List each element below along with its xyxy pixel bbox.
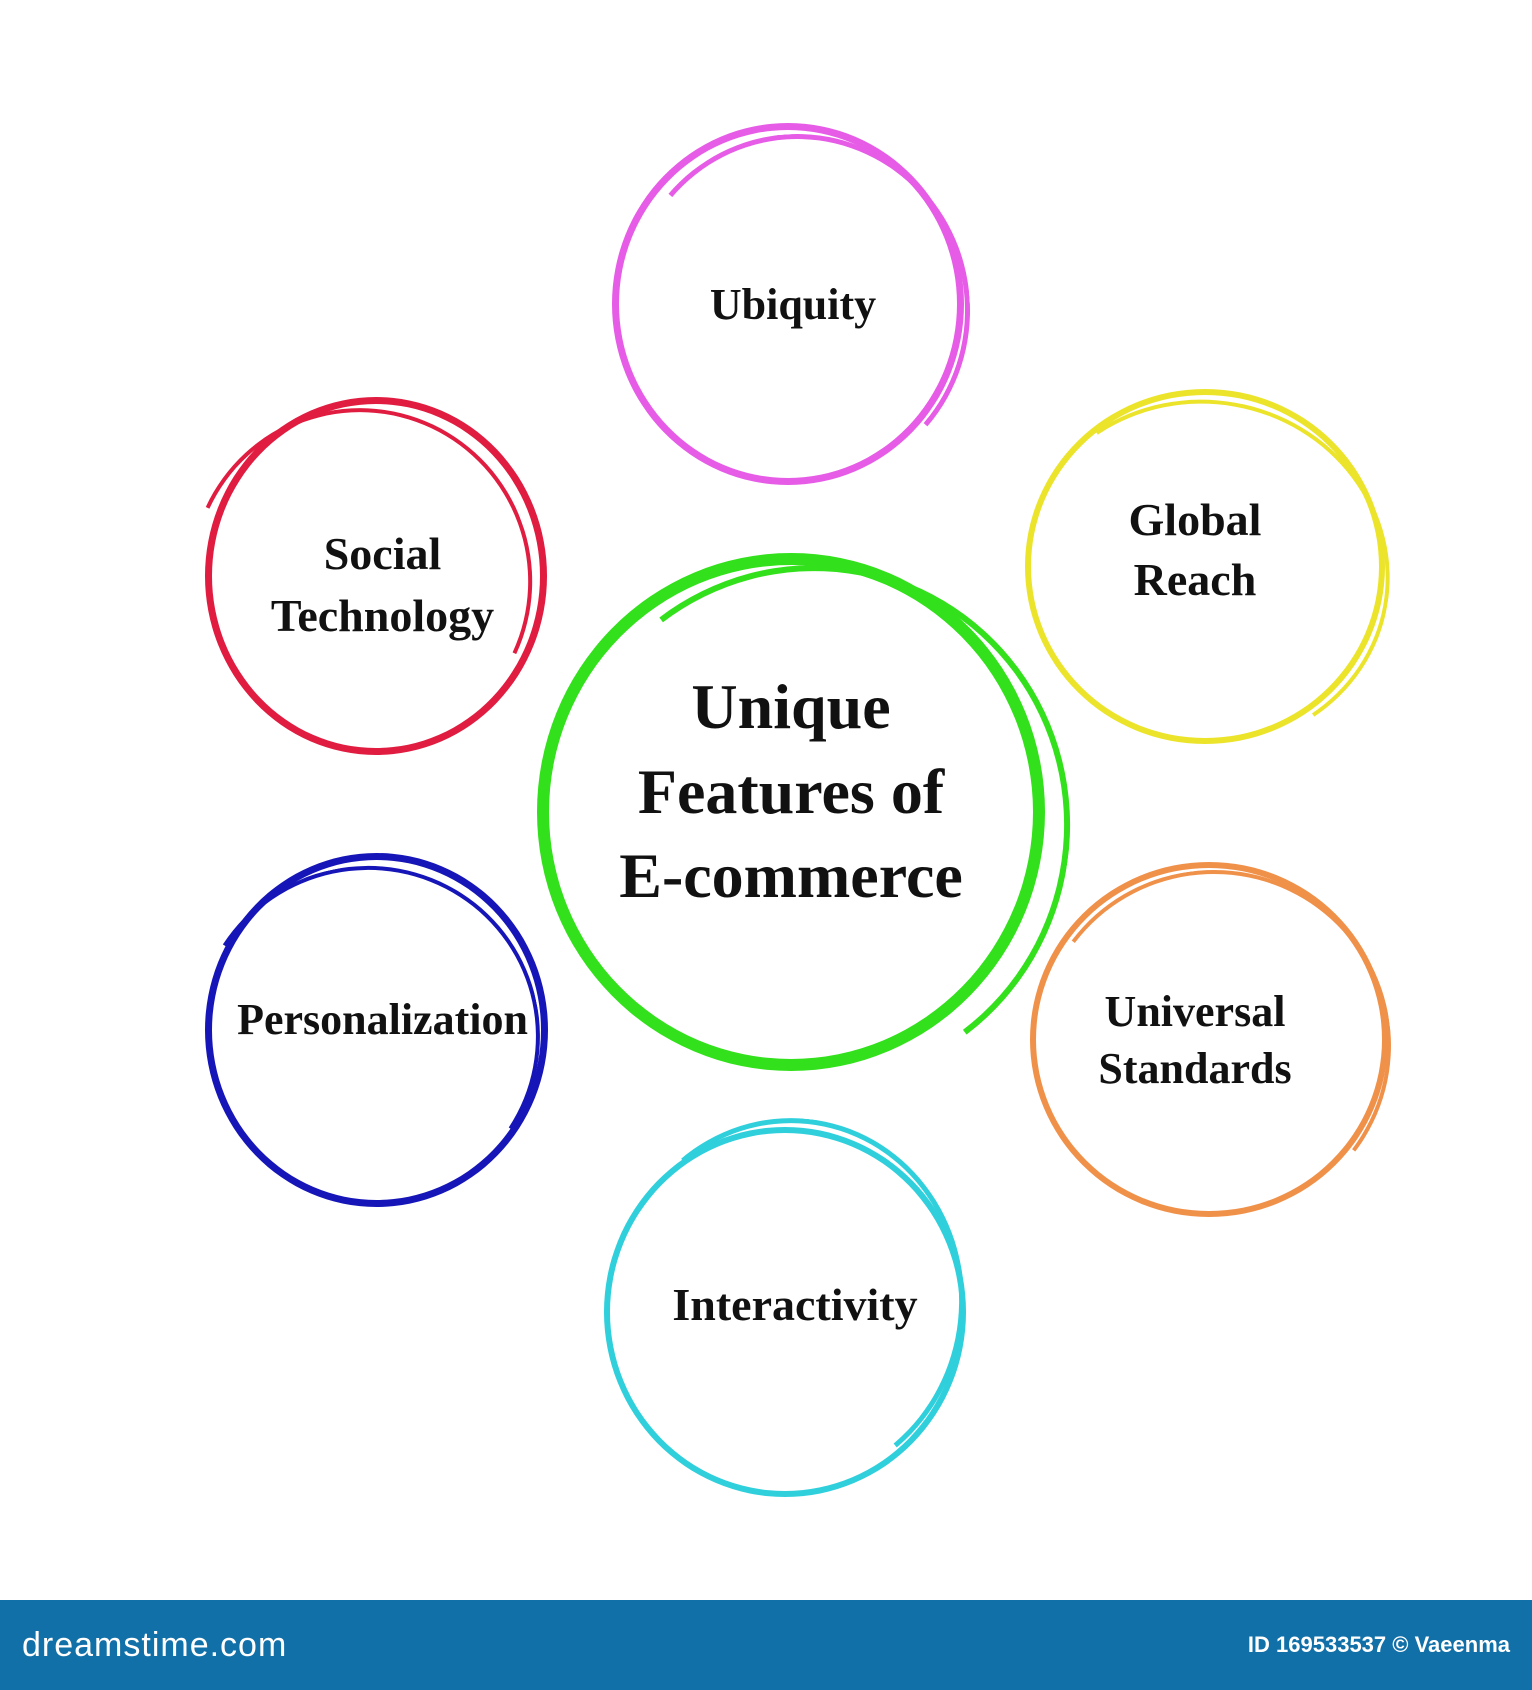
footer-credit: ID 169533537 © Vaeenma [1247,1632,1510,1657]
node-ubiquity: Ubiquity [709,279,877,329]
ubiquity-ring [612,123,964,485]
node-universal-standards: Universal Standards [1098,986,1292,1093]
personalization-ring [205,853,548,1207]
global-reach-ring [1025,389,1385,744]
node-social-technology: Social Technology [270,527,495,641]
node-personalization: Personalization [237,994,528,1044]
center-title: Unique Features of E-commerce [619,671,963,912]
node-interactivity: Interactivity [672,1279,918,1331]
social-technology-ring [205,397,547,755]
universal-standards-ring [1030,862,1388,1217]
watermark-footer: dreamstime.com ID 169533537 © Vaeenma [0,1600,1532,1690]
diagram-canvas: Unique Features of E-commerce Ubiquity G… [141,122,1418,1506]
interactivity-ring [604,1127,966,1497]
footer-logo[interactable]: dreamstime.com [22,1625,288,1664]
node-global-reach: Global Reach [1128,494,1262,605]
